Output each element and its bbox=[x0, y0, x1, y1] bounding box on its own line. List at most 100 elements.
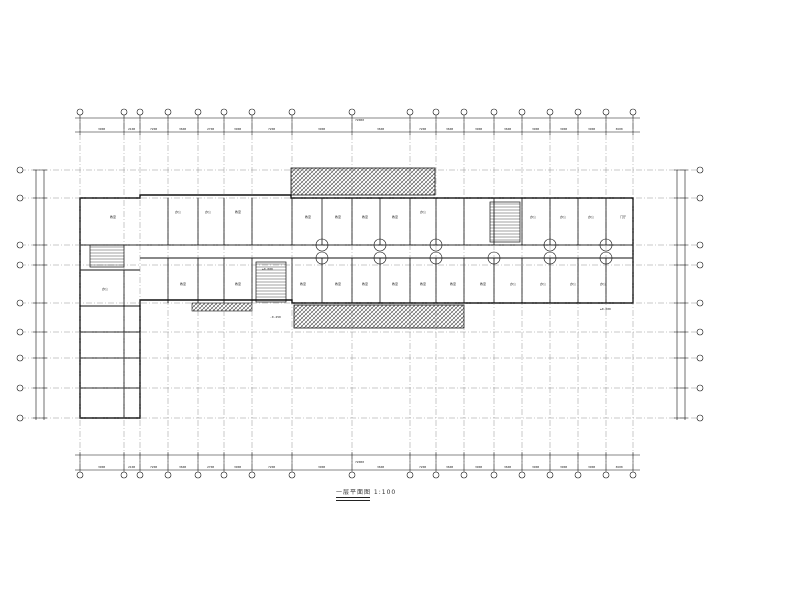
grid-bubble-top bbox=[546, 108, 554, 116]
grid-bubble-bottom bbox=[248, 471, 256, 479]
dimension-segment-top: 3600 bbox=[377, 127, 384, 131]
hatched-terrace-north bbox=[290, 167, 436, 196]
grid-bubble-bottom bbox=[136, 471, 144, 479]
grid-bubble-top bbox=[136, 108, 144, 116]
door-swing bbox=[543, 238, 557, 252]
dimension-segment-bottom: 3600 bbox=[504, 465, 511, 469]
grid-bubble-top bbox=[194, 108, 202, 116]
drawing-caption: 一层平面图 1:100 bbox=[336, 489, 397, 496]
grid-bubble-right bbox=[696, 166, 704, 174]
grid-bubble-top bbox=[629, 108, 637, 116]
grid-bubble-bottom bbox=[76, 471, 84, 479]
dimension-text-bottom: 72000 bbox=[355, 460, 364, 464]
grid-bubble-top bbox=[490, 108, 498, 116]
grid-bubble-top bbox=[164, 108, 172, 116]
room-tag: 教室 bbox=[450, 281, 456, 286]
grid-bubble-top bbox=[574, 108, 582, 116]
dimension-segment-top: 3900 bbox=[588, 127, 595, 131]
side-dimension-lines bbox=[35, 170, 686, 420]
room-tag: 教室 bbox=[235, 281, 241, 286]
room-tag: 办公 bbox=[570, 281, 576, 286]
door-swing bbox=[429, 238, 443, 252]
room-tag: 教室 bbox=[235, 209, 241, 214]
dimension-segment-bottom: 3600 bbox=[377, 465, 384, 469]
hatched-strip-west bbox=[191, 302, 253, 312]
grid-bubble-bottom bbox=[288, 471, 296, 479]
dimension-segment-top: 3900 bbox=[532, 127, 539, 131]
dimension-segment-bottom: 7200 bbox=[268, 465, 275, 469]
grid-bubble-right bbox=[696, 414, 704, 422]
grid-bubble-right bbox=[696, 241, 704, 249]
dimension-segment-bottom: 7200 bbox=[150, 465, 157, 469]
hatched-terrace-south bbox=[293, 304, 465, 329]
grid-bubble-top bbox=[288, 108, 296, 116]
dimension-segment-top: 7200 bbox=[419, 127, 426, 131]
grid-bubble-right bbox=[696, 261, 704, 269]
dimension-segment-bottom: 3600 bbox=[179, 465, 186, 469]
grid-bubble-bottom bbox=[432, 471, 440, 479]
grid-bubble-left bbox=[16, 261, 24, 269]
level-mark: -0.450 bbox=[270, 315, 281, 319]
dimension-segment-top: 3600 bbox=[616, 127, 623, 131]
dimension-segment-top: 3900 bbox=[234, 127, 241, 131]
dimension-segment-top: 7200 bbox=[268, 127, 275, 131]
dimension-segment-top: 3600 bbox=[179, 127, 186, 131]
dimension-segment-bottom: 3900 bbox=[475, 465, 482, 469]
room-tag: 办公 bbox=[540, 281, 546, 286]
dimension-segment-top: 3600 bbox=[446, 127, 453, 131]
room-tag: 办公 bbox=[420, 209, 426, 214]
grid-bubble-bottom bbox=[348, 471, 356, 479]
level-mark: ±0.000 bbox=[262, 267, 273, 271]
grid-bubble-right bbox=[696, 354, 704, 362]
room-tag: 门厅 bbox=[620, 214, 626, 219]
dimension-segment-bottom: 7200 bbox=[419, 465, 426, 469]
grid-bubble-bottom bbox=[574, 471, 582, 479]
grid-bubble-bottom bbox=[546, 471, 554, 479]
room-tag: 办公 bbox=[175, 209, 181, 214]
door-swing bbox=[315, 238, 329, 252]
room-tag: 办公 bbox=[560, 214, 566, 219]
grid-bubble-right bbox=[696, 384, 704, 392]
grid-bubble-bottom bbox=[518, 471, 526, 479]
grid-bubble-top bbox=[220, 108, 228, 116]
dimension-segment-bottom: 3900 bbox=[234, 465, 241, 469]
bottom-dimension-lines bbox=[75, 454, 640, 471]
door-swing bbox=[599, 238, 613, 252]
door-swing bbox=[373, 251, 387, 265]
grid-bubble-bottom bbox=[194, 471, 202, 479]
dimension-segment-bottom: 2700 bbox=[207, 465, 214, 469]
grid-bubble-top bbox=[460, 108, 468, 116]
dimension-segment-top: 7200 bbox=[150, 127, 157, 131]
dimension-segment-top: 2100 bbox=[128, 127, 135, 131]
room-tag: 教室 bbox=[392, 281, 398, 286]
room-tag: 教室 bbox=[300, 281, 306, 286]
grid-bubble-left bbox=[16, 241, 24, 249]
grid-bubble-top bbox=[348, 108, 356, 116]
grid-bubble-bottom bbox=[220, 471, 228, 479]
dimension-segment-top: 3600 bbox=[504, 127, 511, 131]
grid-bubble-left bbox=[16, 414, 24, 422]
room-tag: 办公 bbox=[102, 286, 108, 291]
grid-bubble-bottom bbox=[120, 471, 128, 479]
grid-bubble-bottom bbox=[490, 471, 498, 479]
grid-bubble-right bbox=[696, 194, 704, 202]
grid-bubble-top bbox=[248, 108, 256, 116]
dimension-segment-top: 3900 bbox=[560, 127, 567, 131]
grid-bubble-left bbox=[16, 384, 24, 392]
room-tag: 教室 bbox=[392, 214, 398, 219]
bottom-total-dimension: 72000 bbox=[355, 460, 364, 464]
grid-bubble-left bbox=[16, 166, 24, 174]
dimension-text-top: 72000 bbox=[355, 118, 364, 122]
room-tag: 教室 bbox=[110, 214, 116, 219]
caption-underline bbox=[336, 497, 370, 498]
door-swing bbox=[487, 251, 501, 265]
grid-bubble-top bbox=[120, 108, 128, 116]
dimension-segment-bottom: 3600 bbox=[446, 465, 453, 469]
grid-bubble-bottom bbox=[406, 471, 414, 479]
caption-underline-2 bbox=[336, 500, 370, 501]
grid-bubble-left bbox=[16, 328, 24, 336]
door-swing bbox=[315, 251, 329, 265]
dimension-segment-top: 3900 bbox=[475, 127, 482, 131]
room-tag: 办公 bbox=[205, 209, 211, 214]
dimension-segment-bottom: 3600 bbox=[616, 465, 623, 469]
